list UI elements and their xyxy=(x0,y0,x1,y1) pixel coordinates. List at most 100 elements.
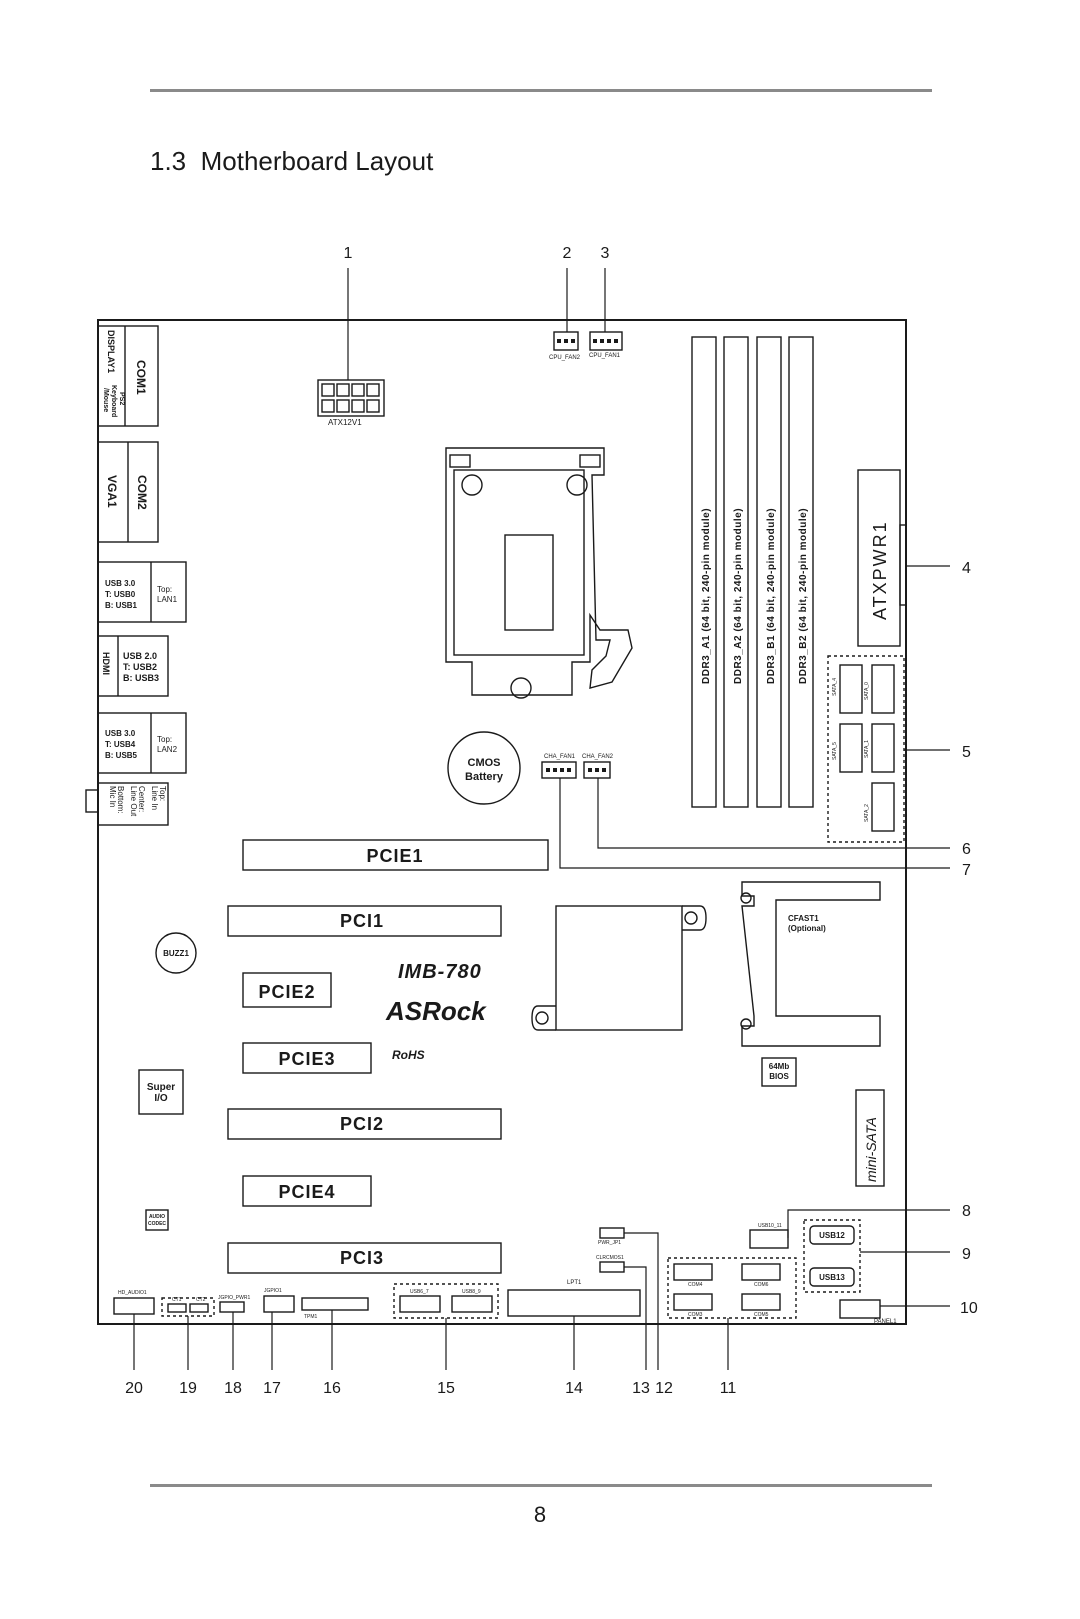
brand-logo: ASRock xyxy=(385,996,487,1026)
callout-11: 11 xyxy=(720,1380,737,1397)
usb01-label: B: USB1 xyxy=(105,601,138,610)
sata-5-label: SATA_5 xyxy=(832,742,838,760)
cfast1-hole xyxy=(740,1018,752,1030)
atx12v1-connector xyxy=(317,379,385,417)
cmos-battery-label: Battery xyxy=(465,771,504,783)
leader-8 xyxy=(787,1209,950,1238)
vga1-label: VGA1 xyxy=(105,475,119,508)
usb01-label: T: USB0 xyxy=(105,590,136,599)
ct2-header xyxy=(189,1303,209,1313)
cfast1-bracket xyxy=(741,881,881,1047)
audio-label: Center: xyxy=(137,786,146,812)
sata-0-port xyxy=(871,664,895,714)
pin xyxy=(366,383,380,397)
audio-label: Mic In xyxy=(108,786,117,807)
pci2-label: PCI2 xyxy=(340,1114,384,1134)
io-usb45-lan2 xyxy=(97,712,187,774)
tpm1-header xyxy=(301,1297,369,1311)
callout-2: 2 xyxy=(563,245,572,262)
usb13-label: USB13 xyxy=(819,1273,845,1282)
cpu-fan2-header xyxy=(553,331,579,351)
pin xyxy=(546,768,550,772)
jgpio-pwr1-header xyxy=(219,1301,245,1313)
callout-4: 4 xyxy=(962,560,971,577)
com6-label: COM6 xyxy=(754,1282,769,1288)
heatsink-tab xyxy=(531,1005,556,1031)
sata-2-label: SATA_2 xyxy=(864,804,870,822)
pin xyxy=(321,383,335,397)
com3-label: COM3 xyxy=(688,1312,703,1318)
lan1-label: Top: xyxy=(157,585,172,594)
pci3-slot xyxy=(227,1242,502,1274)
lan1-label: LAN1 xyxy=(157,595,178,604)
callout-leaders xyxy=(133,268,950,1370)
pwr-jp1-label: PWR_JP1 xyxy=(598,1240,621,1246)
io-display-com1 xyxy=(97,325,159,427)
leader-12 xyxy=(624,1232,659,1370)
section-heading: 1.3 Motherboard Layout xyxy=(150,146,433,177)
cpu-fan1-header xyxy=(589,331,623,351)
pcie4-slot xyxy=(242,1175,372,1207)
sata-4-label: SATA_4 xyxy=(832,678,838,696)
pin xyxy=(336,383,350,397)
com2-label: COM2 xyxy=(135,475,149,510)
usb12-13-group-box xyxy=(803,1219,861,1293)
panel1-label: PANEL1 xyxy=(874,1319,897,1325)
dimm-slot-b2 xyxy=(788,336,814,808)
usb01-label: USB 3.0 xyxy=(105,579,136,588)
tpm1-label: TPM1 xyxy=(304,1314,318,1320)
callout-15: 15 xyxy=(437,1380,455,1397)
callout-6: 6 xyxy=(962,841,971,858)
usb8-9-label: USB8_9 xyxy=(462,1289,481,1295)
usb-headers-group-box xyxy=(393,1283,499,1319)
model-name: IMB-780 xyxy=(398,961,482,983)
pcie3-label: PCIE3 xyxy=(278,1049,335,1069)
bios-label: BIOS xyxy=(769,1072,789,1081)
cha-fan2-label: CHA_FAN2 xyxy=(582,754,614,760)
pin xyxy=(602,768,606,772)
pcie2-label: PCIE2 xyxy=(258,982,315,1002)
super-io-label: I/O xyxy=(154,1093,168,1104)
io-audio-jacks xyxy=(97,782,169,826)
mini-sata-label: mini-SATA xyxy=(863,1117,879,1182)
ddr3-b1-label: DDR3_B1 (64 bit, 240-pin module) xyxy=(766,508,777,684)
heatsink-hole xyxy=(684,911,698,925)
pin xyxy=(557,339,561,343)
cpu-fan2-label: CPU_FAN2 xyxy=(549,355,581,361)
super-io-chip xyxy=(138,1069,184,1115)
leader-7 xyxy=(559,778,950,869)
usb12-port xyxy=(809,1225,855,1245)
section-title: Motherboard Layout xyxy=(200,146,434,176)
usb45-label: USB 3.0 xyxy=(105,729,136,738)
callout-3: 3 xyxy=(601,245,610,262)
sata-1-port xyxy=(871,723,895,773)
pin xyxy=(553,768,557,772)
audio-codec-label: CODEC xyxy=(148,1221,166,1227)
callout-9: 9 xyxy=(962,1246,971,1263)
pin xyxy=(588,768,592,772)
pci1-slot xyxy=(227,905,502,937)
socket-outline xyxy=(445,447,633,696)
pin xyxy=(614,339,618,343)
usb23-label: USB 2.0 xyxy=(123,651,157,661)
com-headers-group-box xyxy=(667,1257,797,1319)
audio-label: Bottom: xyxy=(116,786,125,814)
callout-10: 10 xyxy=(960,1300,978,1317)
usb6-7-header xyxy=(399,1295,441,1313)
leader-13 xyxy=(624,1266,647,1370)
pin xyxy=(560,768,564,772)
socket-frame xyxy=(453,469,585,656)
cfast1-label: CFAST1 xyxy=(788,914,819,923)
sata-1-label: SATA_1 xyxy=(864,740,870,758)
rohs-mark: RoHS xyxy=(392,1048,425,1062)
callout-20: 20 xyxy=(125,1380,143,1397)
pci2-slot xyxy=(227,1108,502,1140)
pcie1-slot xyxy=(242,839,549,871)
lpt1-label: LPT1 xyxy=(567,1280,582,1286)
heatsink-hole xyxy=(535,1011,549,1025)
callout-17: 17 xyxy=(263,1380,281,1397)
section-number: 1.3 xyxy=(150,146,187,176)
usb10-11-label: USB10_11 xyxy=(758,1223,782,1229)
pin xyxy=(600,339,604,343)
cfast1-label: (Optional) xyxy=(788,924,826,933)
